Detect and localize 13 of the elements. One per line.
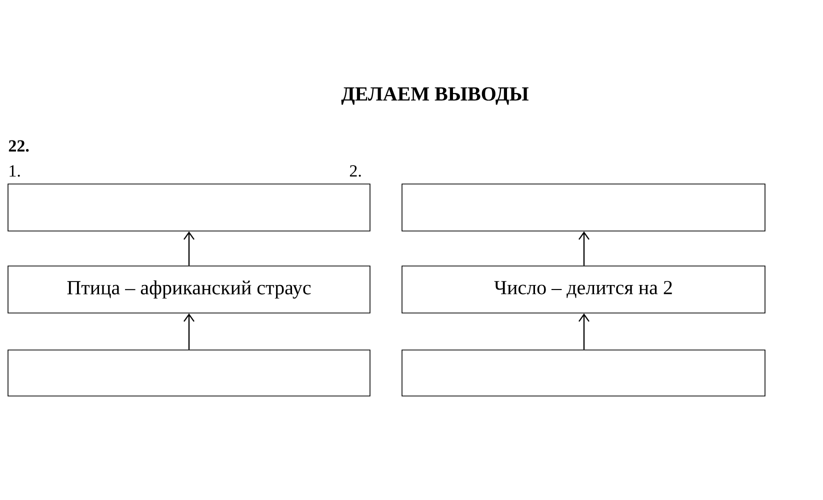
- arrow: [184, 231, 194, 266]
- heading: ДЕЛАЕМ ВЫВОДЫ: [341, 87, 528, 105]
- number-label: 22.: [8, 140, 29, 152]
- text-box: Птица – африканский страус: [8, 266, 370, 314]
- empty-box: [402, 350, 766, 396]
- empty-box: [8, 350, 370, 396]
- arrow: [578, 313, 590, 350]
- text-box: Число – делится на 2: [402, 266, 766, 314]
- empty-box: [402, 184, 766, 232]
- arrow: [578, 231, 590, 266]
- empty-box: [8, 184, 370, 232]
- number-label: 2.: [350, 165, 361, 177]
- arrow: [184, 313, 194, 350]
